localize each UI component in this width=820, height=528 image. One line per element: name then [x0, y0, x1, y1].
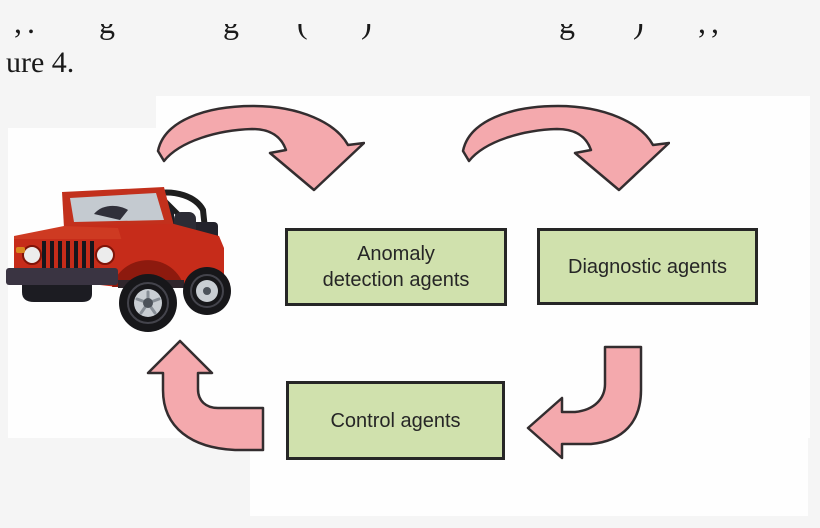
- text-fragment: ,: [14, 24, 22, 41]
- box-label-line: Anomaly: [357, 243, 435, 265]
- box-control-agents: Control agents: [286, 381, 505, 460]
- arrow-vehicle-to-anomaly-icon: [156, 104, 365, 192]
- box-label-line: detection agents: [322, 269, 470, 291]
- arrow-diagnostic-to-control-icon: [526, 345, 643, 460]
- box-label-line: Control agents: [330, 409, 461, 432]
- text-fragment: g: [223, 24, 239, 41]
- text-fragment: (: [297, 24, 308, 41]
- text-fragment: ): [361, 24, 372, 41]
- text-fragment: ,: [711, 24, 719, 41]
- caption-fragment: ure 4.: [6, 46, 75, 79]
- cropped-text-line: ,. g g () g),,: [0, 24, 820, 46]
- box-label-line: Diagnostic agents: [568, 255, 727, 278]
- arrow-anomaly-to-diagnostic-icon: [461, 104, 670, 192]
- text-fragment: ): [633, 24, 644, 41]
- box-diagnostic-agents: Diagnostic agents: [537, 228, 758, 305]
- arrow-control-to-vehicle-icon: [146, 339, 265, 452]
- text-fragment: g: [99, 24, 115, 41]
- text-fragment: ,: [698, 24, 706, 41]
- vehicle-jeep-illustration: [6, 187, 231, 332]
- box-anomaly-detection-agents: Anomaly detection agents: [285, 228, 507, 306]
- text-fragment: g: [559, 24, 575, 41]
- text-fragment: .: [27, 24, 35, 41]
